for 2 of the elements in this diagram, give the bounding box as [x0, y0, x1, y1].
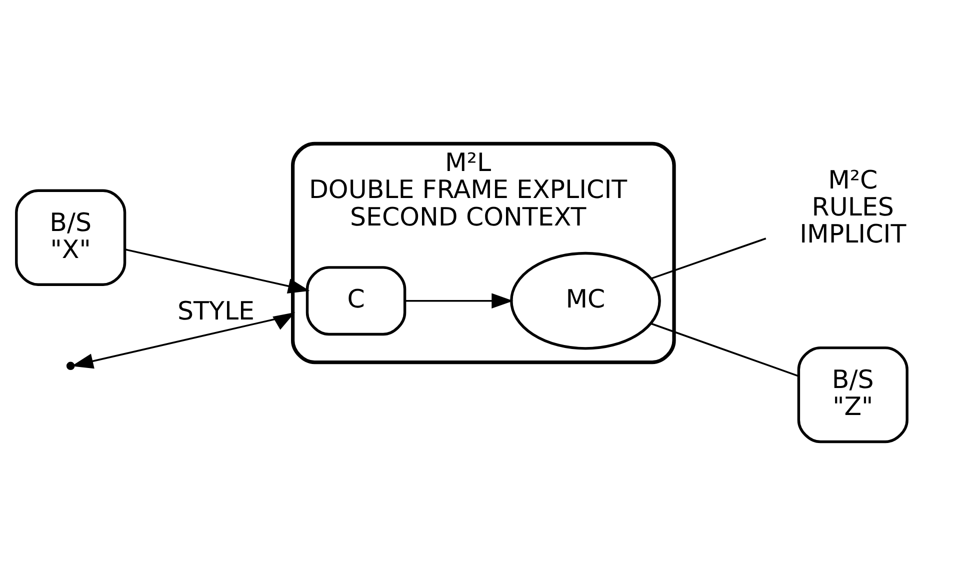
node-text: M²C RULES IMPLICIT	[800, 164, 906, 248]
edge-label: STYLE	[178, 296, 255, 325]
